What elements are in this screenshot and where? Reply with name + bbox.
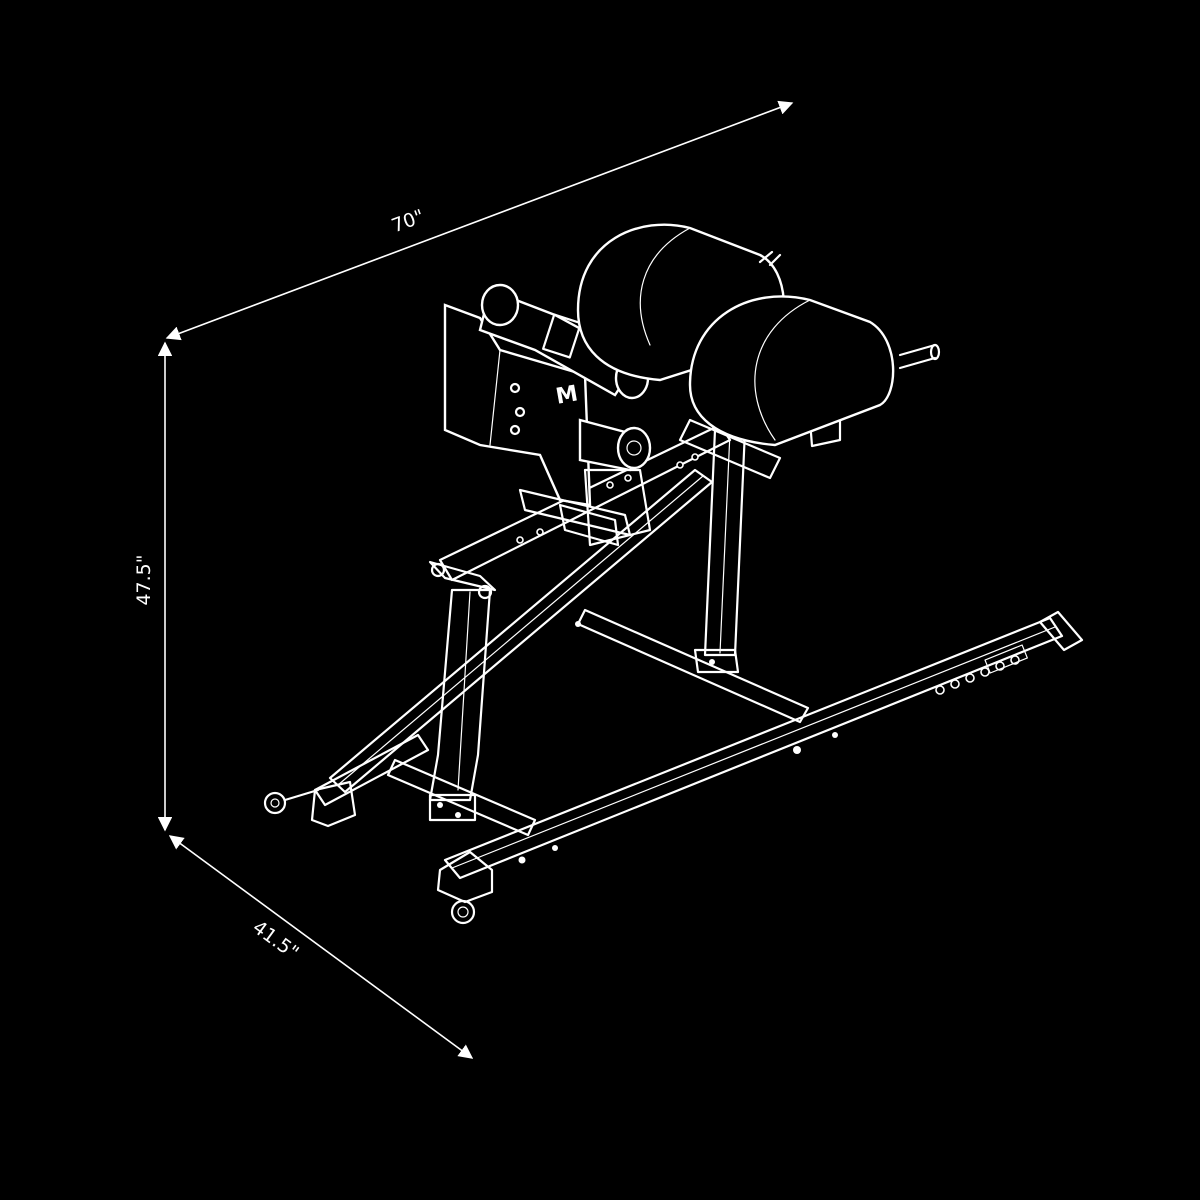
rear-upright — [693, 428, 747, 674]
foot-roller-lower — [578, 418, 652, 472]
hyperextension-bench-drawing: M — [263, 223, 1084, 925]
main-frame-beam — [328, 423, 732, 794]
front-upright — [428, 560, 497, 822]
front-wheel — [450, 899, 476, 925]
adjustment-post — [518, 468, 652, 547]
depth-dimension-label: 41.5" — [248, 916, 302, 964]
hip-pad-front — [688, 295, 941, 447]
brand-logo: M — [554, 381, 580, 409]
base-rail-left — [263, 733, 430, 828]
height-dimension-label: 47.5" — [133, 554, 155, 605]
width-dimension-line — [165, 100, 794, 341]
base-rail-right — [436, 610, 1084, 904]
cross-brace — [386, 608, 810, 837]
width-dimension-label: 70" — [389, 205, 427, 237]
depth-dimension-line — [168, 835, 474, 1059]
